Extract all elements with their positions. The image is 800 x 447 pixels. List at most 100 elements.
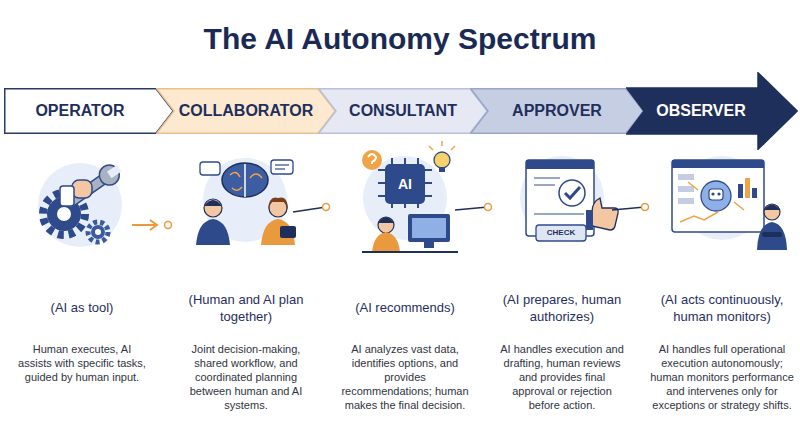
observer-illustration-part <box>672 160 764 232</box>
stage-chevron: CONSULTANT <box>318 88 488 134</box>
consultant-illustration-part <box>412 218 446 238</box>
collaboration-illustration-part <box>200 162 220 175</box>
flow-connectors-part <box>612 207 645 210</box>
observer-illustration-part <box>688 182 744 210</box>
observer-illustration-part <box>745 178 750 198</box>
collaboration-illustration-part <box>204 200 222 206</box>
consultant-illustration-part <box>408 214 450 242</box>
consultant-illustration-part <box>429 141 455 150</box>
stage-subtitle: (Human and AI plan together) <box>171 291 321 325</box>
collaboration-illustration-part <box>275 168 285 169</box>
collaboration-illustration-part <box>244 164 246 197</box>
tool-illustration-part <box>57 207 71 221</box>
observer-illustration-part <box>701 181 731 211</box>
observer-illustration-part <box>764 205 780 211</box>
tool-illustration-part <box>60 186 74 206</box>
chevron-outline <box>5 89 174 134</box>
stage-description: AI handles full operational execution au… <box>647 342 797 412</box>
chevron-outline <box>471 89 644 134</box>
approval-illustration-part <box>520 156 604 240</box>
stage-name: CONSULTANT <box>349 102 457 120</box>
chevron-outline <box>157 89 336 134</box>
approval-illustration-part <box>592 198 618 230</box>
consultant-illustration-part <box>378 217 394 233</box>
collaboration-illustration-part <box>268 198 288 211</box>
approval-illustration-part <box>534 213 584 215</box>
observer-illustration-part <box>752 188 757 198</box>
stage-description: AI handles execution and drafting, human… <box>498 342 626 412</box>
tool-illustration-part <box>72 180 92 198</box>
tool-illustration-part <box>95 229 101 235</box>
observer-illustration-part <box>764 204 780 220</box>
approval-illustration-part <box>565 187 580 198</box>
observer-illustration-part <box>738 184 743 198</box>
observer-illustration-part <box>678 186 694 192</box>
consultant-illustration <box>362 141 458 252</box>
chip-label: AI <box>385 176 425 192</box>
stage-chevron: COLLABORATOR <box>156 88 336 134</box>
button-label: CHECK <box>536 228 586 238</box>
observer-illustration-part <box>717 192 720 195</box>
observer-illustration-part <box>678 174 694 180</box>
flow-connectors-part <box>642 204 649 211</box>
tool-illustration-part-part <box>107 165 121 178</box>
consultant-illustration-part <box>362 251 458 253</box>
consultant-illustration-part <box>362 150 382 170</box>
tool-illustration-part <box>91 225 105 239</box>
approval-illustration-part <box>534 177 560 179</box>
flow-connectors-part <box>485 204 492 211</box>
collaboration-illustration <box>196 158 296 245</box>
tool-illustration-part <box>61 160 125 213</box>
approval-illustration-part <box>536 225 586 241</box>
stage-subtitle: (AI recommends) <box>330 299 480 316</box>
approval-illustration-part <box>534 184 555 186</box>
stage-name: OBSERVER <box>656 102 746 120</box>
tool-illustration-part-part <box>95 161 123 189</box>
collaboration-illustration-part <box>261 219 295 245</box>
collaboration-illustration-part <box>280 226 296 238</box>
flow-connectors-part <box>293 207 326 212</box>
stage-name: OPERATOR <box>35 102 124 120</box>
collaboration-illustration-part <box>271 160 293 174</box>
tool-illustration <box>38 160 125 247</box>
tool-illustration-part <box>88 222 108 242</box>
observer-illustration <box>672 156 787 250</box>
approval-illustration-part <box>586 210 593 230</box>
observer-illustration-part <box>709 189 723 200</box>
consultant-illustration-part <box>378 158 432 208</box>
stage-description: Joint decision-making, shared workflow, … <box>180 342 312 412</box>
observer-illustration-part <box>757 222 787 250</box>
flow-connectors-part <box>132 224 156 226</box>
chevron-outline <box>627 73 798 150</box>
approval-illustration-part <box>559 180 585 206</box>
stage-description: AI analyzes vast data, identifies option… <box>340 342 470 412</box>
consultant-illustration-part <box>424 242 434 248</box>
approval-illustration <box>520 156 618 241</box>
flow-connectors-part <box>150 220 157 230</box>
chevron-outline <box>319 89 488 134</box>
stage-chevron: OBSERVER <box>626 72 798 150</box>
consultant-illustration-part <box>434 152 450 168</box>
flow-connectors <box>132 204 649 231</box>
collaboration-illustration-part <box>196 219 230 245</box>
observer-illustration-part <box>711 192 714 195</box>
stage-name: COLLABORATOR <box>179 102 314 120</box>
stage-subtitle: (AI prepares, human authorizes) <box>487 291 637 325</box>
stage-name: APPROVER <box>512 102 602 120</box>
consultant-illustration-part <box>372 232 400 252</box>
stage-chevron: OPERATOR <box>4 88 174 134</box>
collaboration-illustration-part <box>275 164 289 165</box>
observer-illustration-part <box>680 212 718 222</box>
flow-connectors-part <box>455 207 488 210</box>
diagram-title: The AI Autonomy Spectrum <box>0 22 800 56</box>
stage-subtitle: (AI acts continuously, human monitors) <box>642 291 800 325</box>
collaboration-illustration-part <box>204 199 222 217</box>
approval-illustration-part <box>526 160 594 169</box>
stage-description: Human executes, AI assists with specific… <box>18 342 146 384</box>
consultant-illustration-part <box>439 167 445 172</box>
observer-illustration-part <box>762 232 782 237</box>
consultant-illustration-part <box>378 217 394 223</box>
collaboration-illustration-part <box>230 172 262 190</box>
stage-subtitle: (AI as tool) <box>7 299 157 316</box>
